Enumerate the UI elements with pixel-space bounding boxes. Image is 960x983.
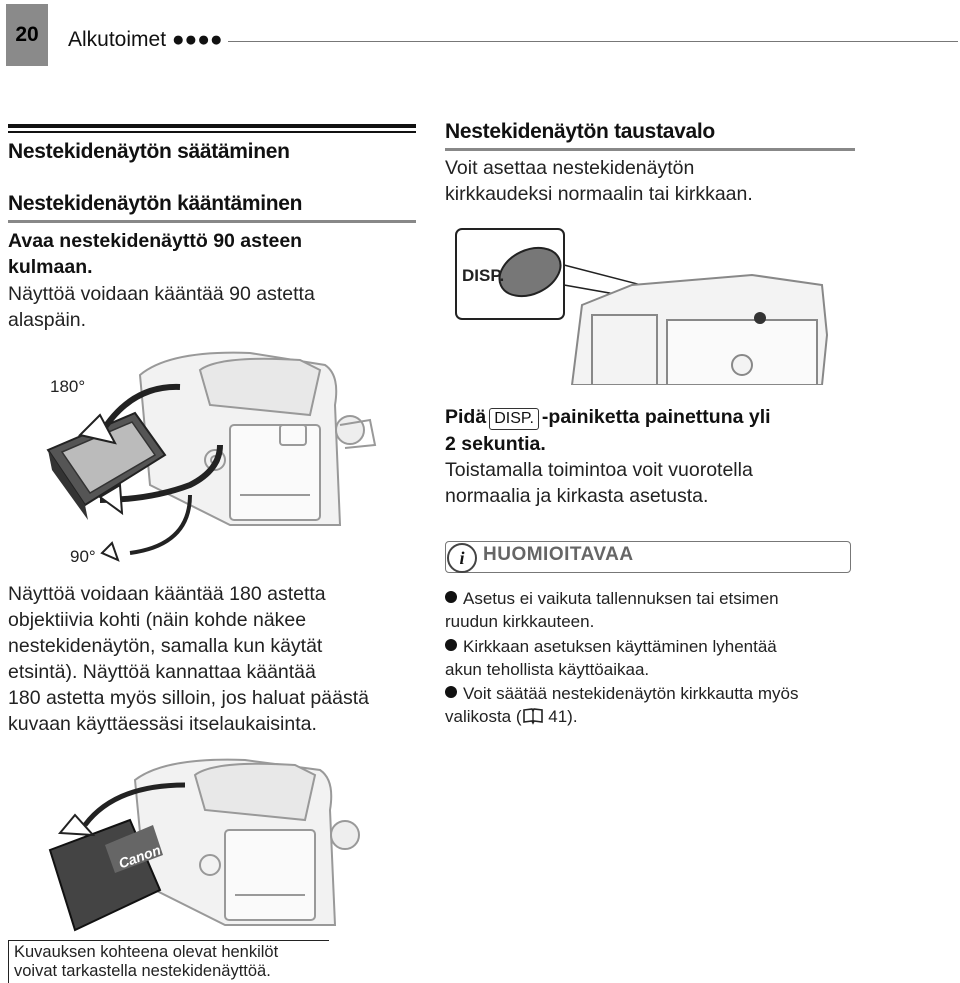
section-title-backlight: Nestekidenäytön taustavalo bbox=[445, 120, 715, 143]
backlight-intro-line2: kirkkaudeksi normaalin tai kirkkaan. bbox=[445, 183, 753, 205]
disp-key-icon: DISP. bbox=[489, 408, 539, 430]
note-header-box bbox=[445, 541, 851, 573]
note-3-line2: valikosta ( 41). bbox=[445, 705, 578, 731]
camcorder-selfie-drawing: Canon bbox=[48, 758, 360, 932]
caption-line-1: Kuvauksen kohteena olevat henkilöt bbox=[14, 943, 279, 961]
bullet-icon bbox=[445, 686, 457, 698]
bullet-icon bbox=[445, 591, 457, 603]
para-line-6: kuvaan käyttäessäsi itselaukaisinta. bbox=[8, 713, 317, 735]
disp-step-post: -painiketta painettuna yli bbox=[541, 406, 771, 428]
para-line-5: 180 astetta myös silloin, jos haluat pää… bbox=[8, 687, 369, 709]
step-open-lcd-line1: Avaa nestekidenäyttö 90 asteen bbox=[8, 230, 303, 252]
disp-label: DISP. bbox=[462, 266, 504, 285]
disp-drawing: DISP. bbox=[455, 228, 829, 386]
angle-label-180: 180° bbox=[50, 377, 86, 396]
caption-line-2: voivat tarkastella nestekidenäyttöä. bbox=[14, 962, 271, 980]
page-number: 20 bbox=[6, 4, 48, 66]
disp-step-line2: 2 sekuntia. bbox=[445, 433, 546, 455]
note-1-line1: Asetus ei vaikuta tallennuksen tai etsim… bbox=[463, 589, 779, 608]
step-note-line2: alaspäin. bbox=[8, 309, 87, 331]
section-title-lcd-adjust: Nestekidenäytön säätäminen bbox=[8, 140, 290, 163]
step-open-lcd-line2: kulmaan. bbox=[8, 256, 93, 278]
section-rule-thin bbox=[8, 131, 416, 133]
camcorder-rotate-drawing bbox=[46, 351, 377, 562]
note-2-line1: Kirkkaan asetuksen käyttäminen lyhentää bbox=[463, 637, 777, 656]
camcorder-selfie-illustration: Canon bbox=[45, 755, 365, 935]
info-icon: i bbox=[447, 543, 477, 573]
backlight-intro-line1: Voit asettaa nestekidenäytön bbox=[445, 157, 695, 179]
bullet-icon bbox=[445, 639, 457, 651]
backlight-rule bbox=[445, 148, 855, 151]
para-line-2: objektiivia kohti (näin kohde näkee bbox=[8, 609, 307, 631]
subsection-title-rotate: Nestekidenäytön kääntäminen bbox=[8, 192, 303, 215]
note-1-line2: ruudun kirkkauteen. bbox=[445, 612, 595, 631]
note-3-ref: 41). bbox=[548, 707, 578, 726]
note-item-2: Kirkkaan asetuksen käyttäminen lyhentää bbox=[445, 635, 777, 658]
header-rule bbox=[228, 41, 958, 42]
caption-box bbox=[8, 940, 329, 983]
note-title: HUOMIOITAVAA bbox=[483, 544, 634, 565]
para-line-4: etsintä). Näyttöä kannattaa kääntää bbox=[8, 661, 316, 683]
note-2-line2: akun tehollista käyttöaikaa. bbox=[445, 660, 650, 679]
para-line-3: nestekidenäytön, samalla kun käytät bbox=[8, 635, 323, 657]
subsection-rule bbox=[8, 220, 416, 223]
step-note-line1: Näyttöä voidaan kääntää 90 astetta bbox=[8, 283, 315, 305]
disp-step-pre: Pidä bbox=[445, 406, 487, 428]
camcorder-rotate-illustration bbox=[40, 345, 380, 565]
angle-label-90: 90° bbox=[70, 547, 96, 566]
disp-button-illustration: DISP. bbox=[452, 225, 832, 386]
disp-desc-line2: normaalia ja kirkasta asetusta. bbox=[445, 485, 709, 507]
para-line-1: Näyttöä voidaan kääntää 180 astetta bbox=[8, 583, 326, 605]
note-item-1: Asetus ei vaikuta tallennuksen tai etsim… bbox=[445, 587, 779, 610]
note-item-3: Voit säätää nestekidenäytön kirkkautta m… bbox=[445, 682, 798, 705]
note-3-line2-text: valikosta ( bbox=[445, 707, 522, 726]
chapter-title: Alkutoimet ●●●● bbox=[68, 28, 223, 51]
disp-desc-line1: Toistamalla toimintoa voit vuorotella bbox=[445, 459, 753, 481]
note-3-line1: Voit säätää nestekidenäytön kirkkautta m… bbox=[463, 684, 799, 703]
book-icon bbox=[522, 707, 544, 731]
section-rule-thick bbox=[8, 124, 416, 128]
